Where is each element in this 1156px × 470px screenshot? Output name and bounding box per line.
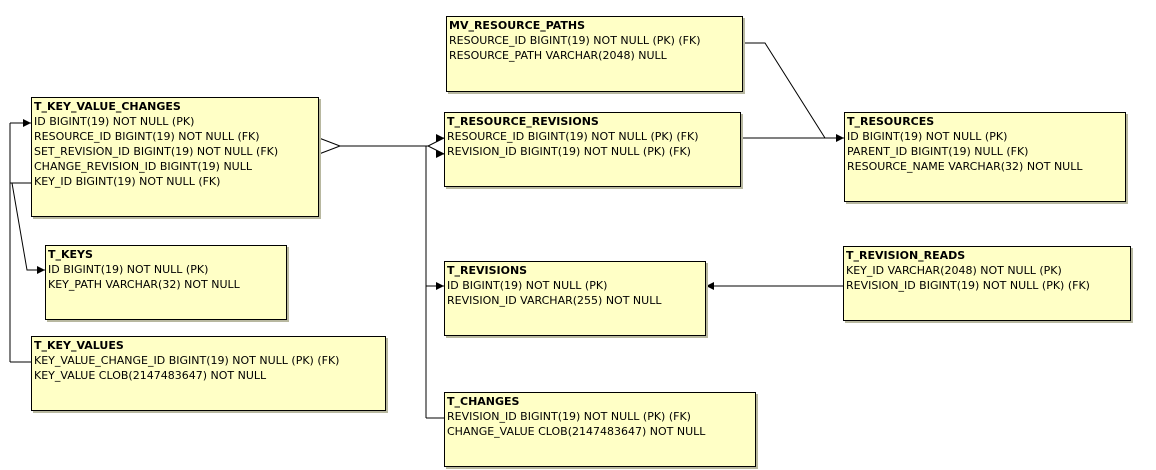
relation-key-value-changes-crowsfoot [318,137,342,155]
entity-t-resource-revisions: T_RESOURCE_REVISIONS RESOURCE_ID BIGINT(… [444,112,741,187]
entity-column: REVISION_ID VARCHAR(255) NOT NULL [447,294,662,307]
entity-column: KEY_PATH VARCHAR(32) NOT NULL [48,278,240,291]
entity-t-revision-reads: T_REVISION_READS KEY_ID VARCHAR(2048) NO… [843,246,1131,321]
entity-title: T_CHANGES [447,395,520,408]
entity-column: CHANGE_VALUE CLOB(2147483647) NOT NULL [447,425,706,438]
entity-title: T_REVISIONS [447,264,528,277]
entity-column: REVISION_ID BIGINT(19) NOT NULL (PK) (FK… [447,410,691,423]
entity-column: RESOURCE_NAME VARCHAR(32) NOT NULL [847,160,1083,173]
entity-column: REVISION_ID BIGINT(19) NOT NULL (PK) (FK… [846,279,1090,292]
entity-column: KEY_VALUE_CHANGE_ID BIGINT(19) NOT NULL … [34,354,340,367]
entity-column: KEY_ID VARCHAR(2048) NOT NULL (PK) [846,264,1062,277]
entity-column: ID BIGINT(19) NOT NULL (PK) [847,130,1008,143]
entity-column: RESOURCE_ID BIGINT(19) NOT NULL (PK) (FK… [447,130,699,143]
entity-column: ID BIGINT(19) NOT NULL (PK) [34,115,195,128]
entity-title: T_REVISION_READS [846,249,966,262]
entity-t-resources: T_RESOURCES ID BIGINT(19) NOT NULL (PK) … [844,112,1126,202]
relation-mv-resource-paths-to-resources [742,42,826,139]
entity-t-key-values: T_KEY_VALUES KEY_VALUE_CHANGE_ID BIGINT(… [31,336,386,411]
relation-key-id-to-keys [11,182,45,274]
entity-column: ID BIGINT(19) NOT NULL (PK) [447,279,608,292]
entity-column: PARENT_ID BIGINT(19) NULL (FK) [847,145,1029,158]
entity-mv-resource-paths: MV_RESOURCE_PATHS RESOURCE_ID BIGINT(19)… [446,16,743,92]
entity-title: MV_RESOURCE_PATHS [449,19,586,32]
entity-column: RESOURCE_ID BIGINT(19) NOT NULL (PK) (FK… [449,34,701,47]
entity-column: REVISION_ID BIGINT(19) NOT NULL (PK) (FK… [447,145,691,158]
entity-column: ID BIGINT(19) NOT NULL (PK) [48,263,209,276]
entity-t-revisions: T_REVISIONS ID BIGINT(19) NOT NULL (PK) … [444,261,706,336]
entity-title: T_RESOURCES [847,115,935,128]
entity-t-keys: T_KEYS ID BIGINT(19) NOT NULL (PK) KEY_P… [45,245,287,320]
entity-column: KEY_VALUE CLOB(2147483647) NOT NULL [34,369,267,382]
entity-column: CHANGE_REVISION_ID BIGINT(19) NULL [34,160,252,173]
entity-title: T_KEYS [48,248,93,261]
entity-column: RESOURCE_PATH VARCHAR(2048) NULL [449,49,667,62]
entity-t-key-value-changes: T_KEY_VALUE_CHANGES ID BIGINT(19) NOT NU… [31,97,319,217]
entity-t-changes: T_CHANGES REVISION_ID BIGINT(19) NOT NUL… [444,392,756,467]
entity-title: T_KEY_VALUES [34,339,124,352]
relation-resource-revisions-fork [426,137,445,155]
entity-title: T_RESOURCE_REVISIONS [447,115,599,128]
entity-column: KEY_ID BIGINT(19) NOT NULL (FK) [34,175,221,188]
entity-column: SET_REVISION_ID BIGINT(19) NOT NULL (FK) [34,145,279,158]
entity-title: T_KEY_VALUE_CHANGES [34,100,181,113]
entity-column: RESOURCE_ID BIGINT(19) NOT NULL (FK) [34,130,260,143]
